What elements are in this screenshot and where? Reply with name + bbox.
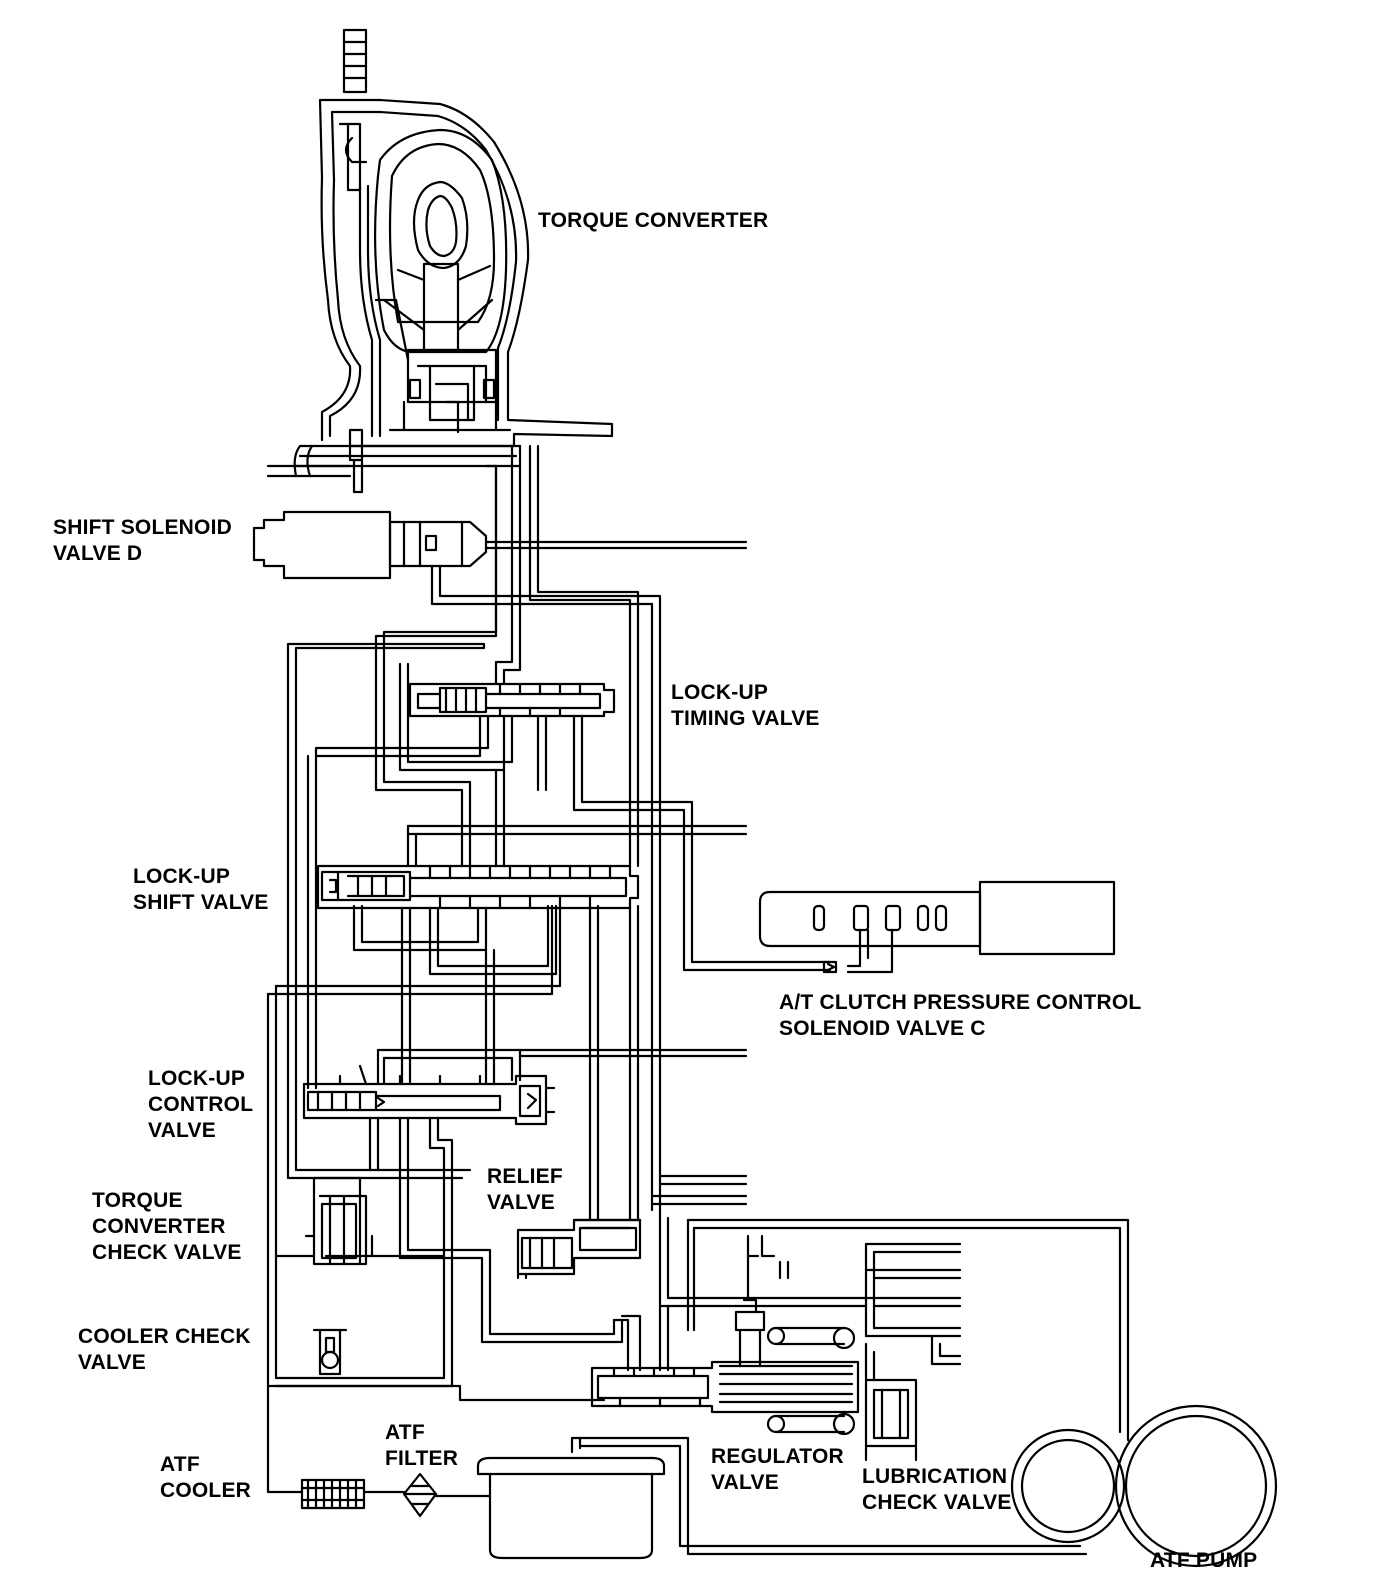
label-line: VALVE (487, 1191, 555, 1214)
at-clutch-pressure-control-solenoid-c (758, 880, 1116, 974)
label-lubrication-check-valve: LUBRICATION CHECK VALVE (862, 1464, 1012, 1516)
label-line: LUBRICATION (862, 1465, 1008, 1488)
label-cooler-check-valve: COOLER CHECK VALVE (78, 1324, 251, 1376)
label-lockup-control-valve: LOCK-UP CONTROL VALVE (148, 1066, 253, 1144)
label-lockup-timing-valve: LOCK-UP TIMING VALVE (671, 680, 820, 732)
label-relief-valve: RELIEF VALVE (487, 1164, 563, 1216)
label-regulator-valve: REGULATOR VALVE (711, 1444, 844, 1496)
label-atf-pump-text: ATF PUMP (1150, 1549, 1258, 1572)
label-line: TORQUE (92, 1189, 183, 1212)
label-line: VALVE (78, 1351, 146, 1374)
lockup-shift-valve (316, 864, 640, 910)
label-line: CHECK VALVE (92, 1241, 242, 1264)
relief-valve (516, 1218, 642, 1280)
atf-pump (1010, 1404, 1278, 1568)
label-at-clutch-pressure-control-solenoid-c: A/T CLUTCH PRESSURE CONTROL SOLENOID VAL… (779, 990, 1141, 1042)
label-line: SOLENOID VALVE C (779, 1017, 986, 1040)
lockup-timing-valve (408, 682, 616, 718)
label-line: CONVERTER (92, 1215, 226, 1238)
regulator-valve (590, 1234, 860, 1436)
label-line: SHIFT VALVE (133, 891, 269, 914)
label-line: A/T CLUTCH PRESSURE CONTROL (779, 991, 1142, 1014)
cooler-check-valve (312, 1328, 348, 1376)
label-line: ATF (160, 1453, 200, 1476)
label-line: TIMING VALVE (671, 707, 820, 730)
torque-converter-check-valve (304, 1176, 374, 1266)
label-line: ATF (385, 1421, 425, 1444)
torque-converter (266, 28, 614, 494)
label-lockup-shift-valve: LOCK-UP SHIFT VALVE (133, 864, 269, 916)
fluid-passages (266, 444, 1130, 1556)
label-line: COOLER (160, 1479, 252, 1502)
label-line: CONTROL (148, 1093, 254, 1116)
label-torque-converter: TORQUE CONVERTER (538, 208, 768, 234)
label-line: LOCK-UP (671, 681, 769, 704)
lockup-control-valve (302, 1064, 556, 1126)
label-torque-converter-text: TORQUE CONVERTER (538, 209, 769, 232)
label-atf-filter: ATF FILTER (385, 1420, 458, 1472)
atf-filter (402, 1472, 438, 1518)
label-line: VALVE D (53, 542, 143, 565)
label-line: REGULATOR (711, 1445, 844, 1468)
label-line: LOCK-UP (148, 1067, 246, 1090)
label-line: CHECK VALVE (862, 1491, 1012, 1514)
label-line: SHIFT SOLENOID (53, 516, 232, 539)
label-line: COOLER CHECK (78, 1325, 251, 1348)
atf-cooler (300, 1478, 366, 1510)
label-line: RELIEF (487, 1165, 563, 1188)
label-torque-converter-check-valve: TORQUE CONVERTER CHECK VALVE (92, 1188, 242, 1266)
label-line: VALVE (711, 1471, 779, 1494)
atf-strainer (476, 1456, 666, 1560)
label-atf-cooler: ATF COOLER (160, 1452, 251, 1504)
lubrication-check-valve (864, 1342, 918, 1462)
label-line: LOCK-UP (133, 865, 231, 888)
label-line: FILTER (385, 1447, 459, 1470)
label-atf-pump: ATF PUMP (1150, 1548, 1257, 1574)
label-shift-solenoid-valve-d: SHIFT SOLENOID VALVE D (53, 515, 232, 567)
label-line: VALVE (148, 1119, 216, 1142)
